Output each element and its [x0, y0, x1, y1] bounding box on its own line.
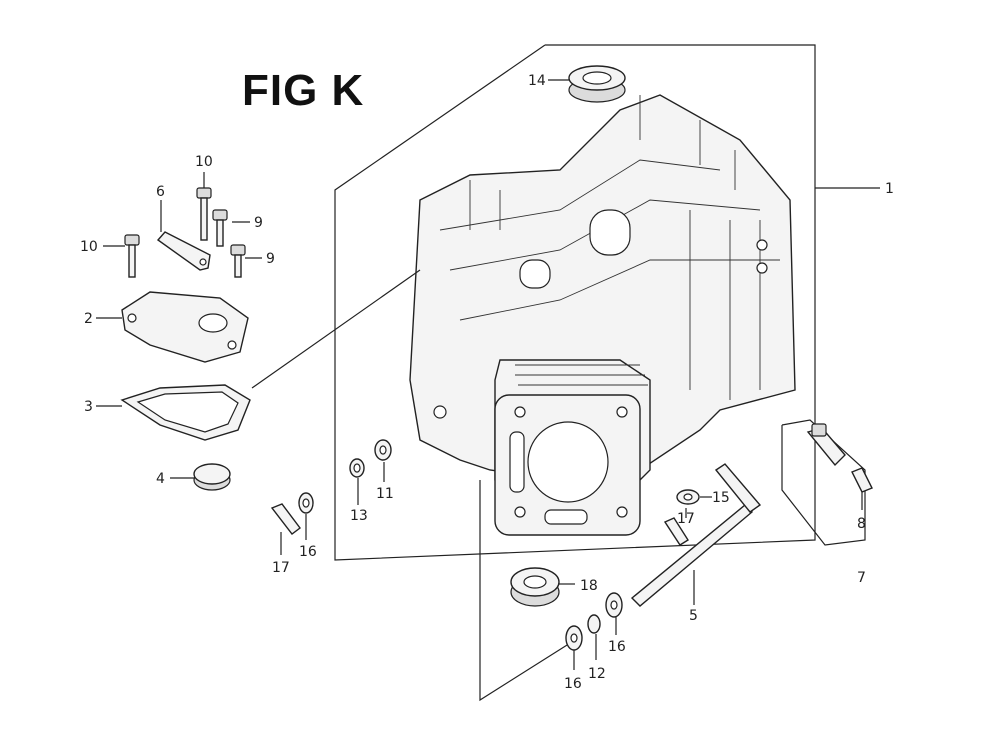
callout-2: 2: [84, 311, 93, 327]
callout-10-left: 10: [80, 239, 98, 255]
callout-4: 4: [156, 471, 165, 487]
bolt-17-left: [270, 503, 301, 535]
plug-4: [193, 463, 231, 491]
rod-5: [630, 463, 762, 607]
washer-16-left: [298, 492, 314, 514]
bearing-18: [510, 567, 560, 607]
callout-11: 11: [376, 486, 394, 502]
callout-17-right: 17: [677, 511, 695, 527]
crankcase-group-frame: [334, 44, 816, 561]
callout-14: 14: [528, 73, 546, 89]
oil-seal-14: [568, 65, 626, 103]
callout-17-left: 17: [272, 560, 290, 576]
callout-3: 3: [84, 399, 93, 415]
callout-16-bottom-right: 16: [608, 639, 626, 655]
callout-7: 7: [857, 570, 866, 586]
callout-9-lower: 9: [266, 251, 275, 267]
callout-6: 6: [156, 184, 165, 200]
washer-15: [676, 489, 700, 505]
callout-8: 8: [857, 516, 866, 532]
callout-18: 18: [580, 578, 598, 594]
bolt-17-right: [663, 517, 689, 546]
washer-16-bottom-left: [565, 625, 583, 651]
bolt-9-lower: [230, 244, 246, 278]
washer-12: [587, 614, 601, 634]
bolt-10-upper: [196, 187, 212, 241]
callout-12: 12: [588, 666, 606, 682]
breather-cover-2: [121, 291, 249, 363]
callout-13: 13: [350, 508, 368, 524]
callout-5: 5: [689, 608, 698, 624]
stay-6: [156, 231, 211, 271]
callout-16-bottom-left: 16: [564, 676, 582, 692]
callout-10-upper: 10: [195, 154, 213, 170]
crankcase-block: [409, 94, 796, 536]
washer-16-bottom-right: [605, 592, 623, 618]
sensor-group-frame: [781, 419, 866, 546]
gasket-3: [120, 384, 251, 441]
screw-8: [851, 467, 873, 493]
oil-sensor-7: [806, 423, 846, 467]
washer-13: [349, 458, 365, 478]
callout-labels: 1 2 3 4 5 6 7 8 9 9 10 10 11 12 13 14 15…: [80, 73, 894, 692]
callout-16-left: 16: [299, 544, 317, 560]
bolt-9-upper: [212, 209, 228, 247]
bearing-group-frame: [479, 480, 576, 702]
callout-15: 15: [712, 490, 730, 506]
leader-lines: [96, 79, 880, 670]
bolt-10-left: [124, 234, 140, 278]
callout-1: 1: [885, 181, 894, 197]
collar-11: [374, 439, 392, 461]
callout-9-upper: 9: [254, 215, 263, 231]
figure-title: FIG K: [242, 66, 365, 115]
